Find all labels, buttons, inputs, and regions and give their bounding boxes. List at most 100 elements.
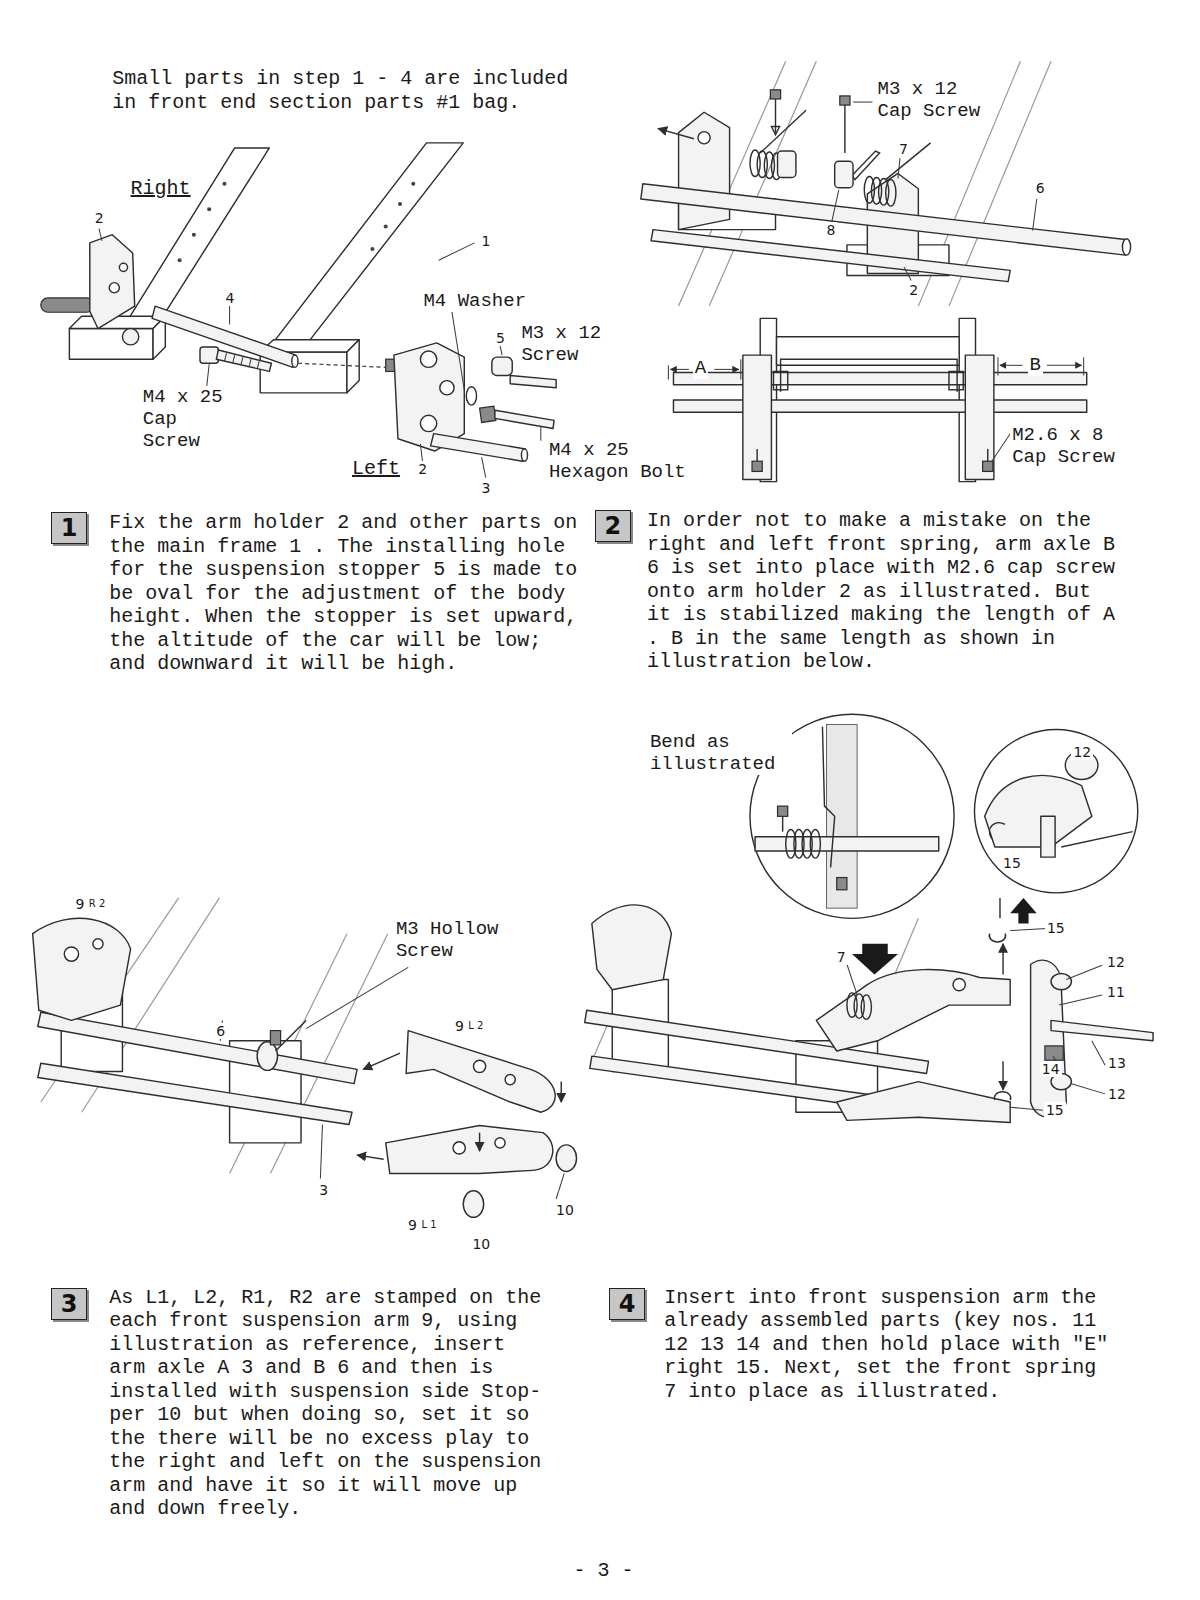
step1-drawing-part (451, 306, 464, 390)
step4-drawing-part (837, 1082, 1010, 1123)
step2-top-view-part (714, 369, 738, 370)
step3-drawing-part (556, 1145, 576, 1172)
step3-drawing-part (479, 1133, 480, 1151)
stamp-mark: L 2 (467, 1020, 484, 1032)
step1-drawing-part (119, 263, 127, 271)
step1-drawing-part (384, 224, 388, 228)
step3-drawing-part (363, 1053, 400, 1069)
callout-number: 7 (897, 141, 910, 157)
step1-drawing-part (495, 410, 554, 428)
step1-drawing-part (241, 357, 243, 365)
step2-drawing-part (698, 132, 710, 144)
step1-drawing-part (298, 363, 386, 367)
step1-drawing-part (521, 449, 527, 461)
step2-drawing-part (771, 127, 779, 135)
callout-number: 12 (1105, 954, 1127, 970)
step-number-box: 3 (51, 1288, 87, 1320)
step2-top-view-part (673, 372, 1086, 384)
step1-drawing-part (222, 182, 226, 186)
step4-drawing-part (778, 806, 788, 816)
step1-drawing-part (207, 207, 211, 211)
step4-drawing-part (989, 934, 1005, 942)
step1-drawing-part (233, 355, 235, 363)
step1-drawing-part (440, 381, 454, 395)
step4-drawing-part (755, 837, 939, 851)
step3-drawing-part (257, 1042, 277, 1071)
step4-drawing-part (847, 993, 871, 1020)
step3-drawing-part (38, 1063, 352, 1124)
step2-drawing-part (778, 151, 796, 178)
step2-drawing-part (898, 158, 900, 178)
step4-drawing-part (827, 724, 858, 908)
step2-top-view-part (965, 355, 994, 479)
step4-drawing-part (592, 905, 672, 990)
step4-drawing-part (974, 730, 1137, 893)
instruction-text: Insert into front suspension arm the alr… (664, 1286, 1114, 1404)
step1-drawing-part (540, 427, 541, 441)
step3-drawing-part (270, 1031, 280, 1045)
callout-number: 7 (835, 949, 848, 965)
step2-drawing-part (750, 150, 896, 206)
step3-drawing-part (306, 967, 408, 1028)
step1-drawing-part (510, 376, 556, 388)
step2-drawing-part (775, 99, 776, 133)
step2-drawing-part (844, 105, 845, 153)
side-heading: Right (131, 177, 191, 200)
step2-top-view-part (1000, 365, 1022, 366)
callout-number: 2 (416, 461, 429, 477)
step2-top-view-part-part (773, 371, 787, 389)
step1-drawing-part (122, 329, 138, 345)
instruction-text: Fix the arm holder 2 and other parts on … (109, 511, 589, 676)
step4-drawing-part (1051, 973, 1071, 989)
step2-drawing-part (679, 112, 730, 229)
callout-number: 9 (73, 896, 86, 912)
step1-drawing-part (216, 350, 271, 371)
step-number-box: 2 (595, 510, 631, 542)
callout-number: 5 (494, 330, 507, 346)
step-number: 1 (61, 515, 78, 541)
step4-drawing-part (1010, 929, 1047, 931)
step3-drawing-part (93, 939, 103, 949)
step4-drawing-part-part (810, 830, 820, 859)
step-number-box: 4 (609, 1288, 645, 1320)
step2-top-view-part (992, 434, 1010, 462)
step1-drawing-part (398, 202, 402, 206)
callout-number: 10 (554, 1202, 576, 1218)
step2-top-view-part (743, 355, 772, 479)
callout-number: 12 (1071, 744, 1093, 760)
step1-drawing (41, 143, 556, 478)
part-label: M3 x 12 Cap Screw (876, 78, 995, 122)
stamp-mark: L 1 (420, 1219, 437, 1231)
callout-number: 6 (1034, 180, 1047, 196)
step3-drawing-part (505, 1074, 515, 1084)
step1-drawing-part (257, 361, 259, 369)
step4-drawing-part (1071, 1084, 1105, 1094)
instruction-text: In order not to make a mistake on the ri… (647, 509, 1127, 674)
step1-drawing-part (420, 351, 436, 367)
step4-drawing-part (816, 970, 1010, 1051)
step4-drawing-part (989, 823, 1005, 839)
step4-drawing-part (1061, 832, 1132, 847)
callout-number: 11 (1105, 984, 1127, 1000)
step1-drawing-part (482, 457, 486, 477)
step4-drawing-part (837, 878, 847, 890)
callout-number: 2 (93, 210, 106, 226)
step3-drawing-part (463, 1191, 483, 1218)
callout-number: 12 (1106, 1086, 1128, 1102)
step2-top-view-part-part (949, 371, 963, 389)
step2-top-view-part (670, 369, 688, 370)
callout-number: 4 (223, 290, 236, 306)
part-label: M4 Washer (421, 290, 528, 312)
step4-drawing-part (782, 816, 783, 831)
step1-drawing-part (480, 406, 496, 422)
callout-number: 2 (907, 282, 920, 298)
step1-drawing-part (370, 247, 374, 251)
step2-drawing-part (853, 102, 872, 103)
step1-drawing-part (229, 306, 230, 324)
step2-drawing-part (658, 129, 694, 139)
step1-drawing-part (500, 345, 502, 355)
step1-drawing-part (41, 298, 94, 312)
step1-drawing-part (292, 355, 298, 367)
step1-drawing-part (69, 316, 165, 328)
